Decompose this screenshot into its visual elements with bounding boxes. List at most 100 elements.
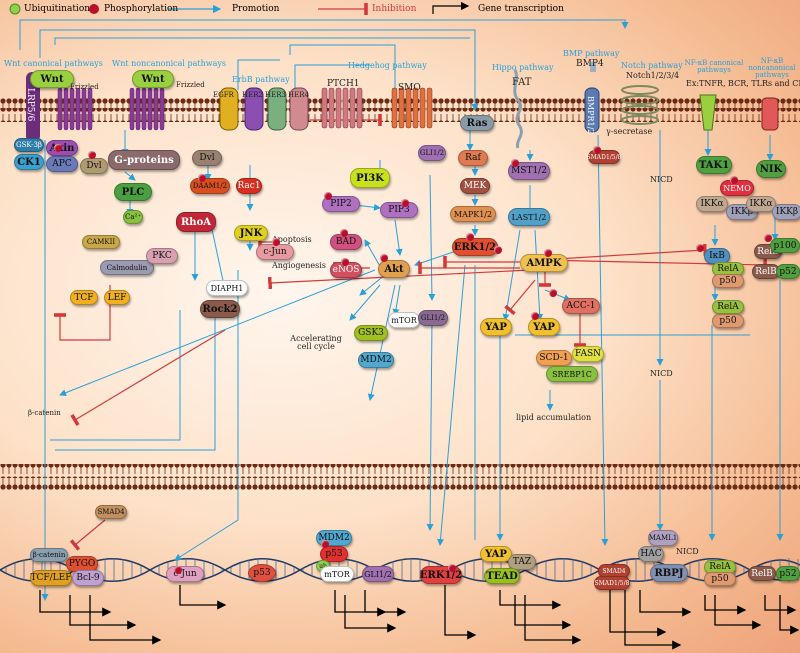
nuc-cjun: c-Jun <box>166 566 204 582</box>
frizzled-label-2: Frizzled <box>176 81 205 89</box>
nuc-bcl9: Bcl-9 <box>72 570 104 586</box>
egfr-label: EGFR <box>213 91 234 99</box>
node-ca: Ca²⁺ <box>123 210 143 224</box>
node-gli12-a: GLI1/2 <box>418 145 446 161</box>
node-calmodulin: Calmodulin <box>100 260 154 275</box>
phosphorylation-marker <box>764 234 772 242</box>
node-gproteins: G-proteins <box>108 150 180 170</box>
label-nicd-1: NICD <box>650 175 673 184</box>
node-rhoa: RhoA <box>176 212 216 232</box>
phosphorylation-marker <box>448 564 456 572</box>
legend-graphics <box>9 1 470 15</box>
node-mdm2: MDM2 <box>358 352 394 368</box>
node-dvl2: Dvl <box>192 150 222 166</box>
notch-receptor-label: Notch1/2/3/4 <box>626 71 680 80</box>
node-camkii: CAMKII <box>82 235 120 249</box>
label-lipid-accumulation: lipid accumulation <box>516 413 592 422</box>
title-bmp: BMP pathway <box>563 49 620 58</box>
nuc-taz: TAZ <box>508 554 536 570</box>
node-mst12: MST1/2 <box>508 162 550 180</box>
phosphorylation-marker <box>544 249 552 257</box>
node-dvl1: Dvl <box>80 158 108 174</box>
nfkb-receptors-label: Ex:TNFR, BCR, TLRs and CD40 <box>686 79 800 88</box>
node-daam12: DAAM1/2 <box>190 178 230 194</box>
node-fasn: FASN <box>572 346 604 362</box>
gamma-secretase-label: γ-secretase <box>606 127 653 136</box>
nuc-p50: p50 <box>704 572 736 586</box>
ptch1-label: PTCH1 <box>327 79 360 89</box>
receptors <box>26 62 779 149</box>
phosphorylation-marker <box>272 238 280 246</box>
label-angiogenesis: Angiogenesis <box>272 261 326 270</box>
phosphorylation-marker <box>730 176 738 184</box>
node-nik: NIK <box>756 160 786 178</box>
nuc-rbpj: RBPJ <box>650 564 688 582</box>
node-raf: Raf <box>458 150 488 166</box>
her2-label: HER2 <box>242 91 263 99</box>
nuc-p53-complex: p53 <box>320 546 348 562</box>
label-nicd-2: NICD <box>650 369 673 378</box>
lrp56-label: LRP5/6 <box>25 88 35 122</box>
node-p100: p100 <box>770 238 800 253</box>
phosphorylation-marker <box>494 246 502 254</box>
phosphorylation-marker <box>380 254 388 262</box>
title-wnt-canonical: Wnt canonical pathways <box>4 59 103 68</box>
phosphorylation-marker <box>401 199 409 207</box>
nuc-yap: YAP <box>480 546 512 562</box>
node-axin: Axin <box>46 140 78 156</box>
legend-gene-transcription: Gene transcription <box>478 4 564 14</box>
title-nfkb-noncanonical: NF-κB noncanonical pathways <box>748 57 796 79</box>
node-ikkb-2: IKKβ <box>772 204 800 220</box>
wnt-ligand-1: Wnt <box>30 70 74 88</box>
node-erk12: ERK1/2 <box>452 238 498 256</box>
node-akt: Akt <box>378 260 410 278</box>
inhibition-lines <box>54 114 767 551</box>
nuc-maml1: MAML1 <box>648 530 678 546</box>
title-hippo: Hippo pathway <box>492 63 554 72</box>
node-diaph1: DIAPH1 <box>206 280 248 296</box>
nuc-nicd: NICD <box>676 547 699 556</box>
node-tak1: TAK1 <box>696 156 732 174</box>
nuc-pygo: PYGO <box>66 556 98 572</box>
node-last12: LAST1/2 <box>508 208 550 226</box>
nuc-hac: HAC <box>638 546 664 562</box>
nuc-tcflef: TCF/LEF <box>30 570 72 586</box>
transcription-arrows <box>39 585 800 650</box>
node-lef: LEF <box>104 290 130 305</box>
nuc-smad158: SMAD1/5/8 <box>594 576 630 590</box>
her3-label: HER3 <box>265 91 286 99</box>
node-yap-2: YAP <box>528 318 560 336</box>
node-gsk3: GSK3 <box>354 325 388 341</box>
node-pip3: PIP3 <box>380 202 418 218</box>
nuc-mtor: mTOR <box>320 566 354 582</box>
phosphorylation-marker <box>340 229 348 237</box>
node-apc: APC <box>46 156 78 172</box>
node-ikka-1: IKKα <box>696 196 728 212</box>
nuc-p52: p52 <box>776 566 800 581</box>
phosphorylation-marker <box>174 566 182 574</box>
phosphorylation-marker <box>88 151 96 159</box>
nuc-gli12: GLI1/2 <box>362 566 394 582</box>
node-ras: Ras <box>460 115 494 131</box>
nuc-relb: RelB <box>748 566 776 581</box>
node-p50-1: p50 <box>712 274 744 288</box>
label-apoptosis: Apoptosis <box>272 235 312 244</box>
node-pkc: PKC <box>146 248 178 264</box>
fat-label: FAT <box>512 77 532 88</box>
legend-inhibition: Inhibition <box>372 4 417 14</box>
smo-label: SMO <box>398 83 421 93</box>
node-ck1: CK1 <box>14 154 44 170</box>
her4-label: HER4 <box>288 91 309 99</box>
phosphorylation-marker <box>198 174 206 182</box>
node-rock2: Rock2 <box>200 300 240 318</box>
phosphorylation-marker <box>54 144 62 152</box>
phosphorylation-marker <box>593 146 601 154</box>
node-srebp1c: SREBP1C <box>546 366 598 382</box>
phosphorylation-marker <box>696 244 704 252</box>
node-pi3k: PI3K <box>350 168 390 188</box>
node-rac1: Rac1 <box>236 178 262 194</box>
label-beta-catenin: β-catenin <box>28 409 61 417</box>
frizzled-label-1: Frizzled <box>70 83 99 91</box>
phosphorylation-marker <box>549 289 557 297</box>
